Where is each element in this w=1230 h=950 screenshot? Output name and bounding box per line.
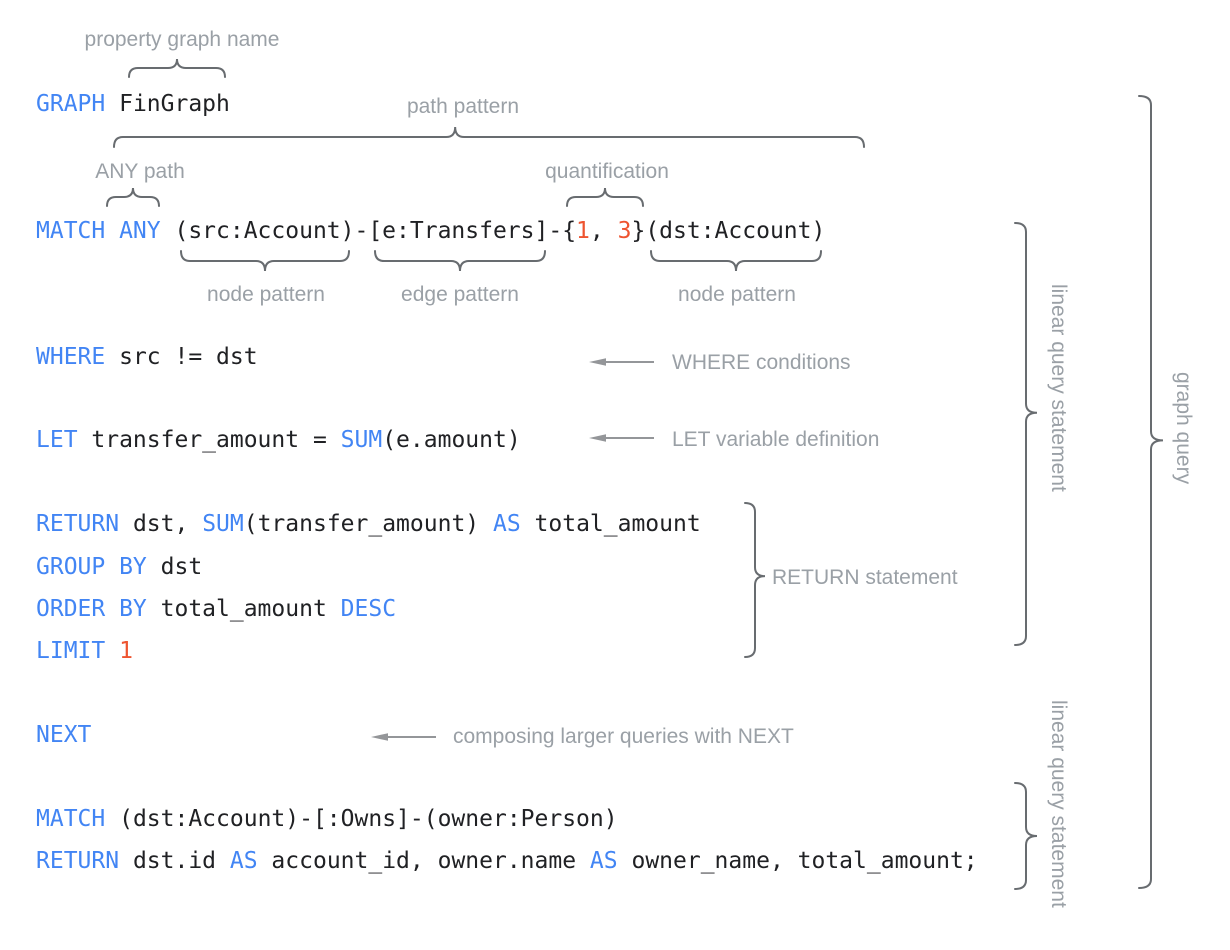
label-quantification: quantification [545,160,669,183]
code-line-limit: LIMIT 1 [36,638,133,664]
label-let-variable-definition: LET variable definition [672,428,880,451]
code-line-match-owns: MATCH (dst:Account)-[:Owns]-(owner:Perso… [36,806,618,832]
label-node-pattern-right: node pattern [678,283,796,306]
brace-graph-query [1138,95,1164,889]
code-line-return-final: RETURN dst.id AS account_id, owner.name … [36,848,978,874]
label-any-path: ANY path [95,160,185,183]
brace-linear-query-top [1014,222,1038,646]
code-line-return: RETURN dst, SUM(transfer_amount) AS tota… [36,511,701,537]
label-where-conditions: WHERE conditions [672,351,851,374]
overbrace-property-graph-name [128,58,226,78]
left-arrow-next [371,733,436,741]
brace-return-statement [744,502,766,658]
label-linear-query-statement-top: linear query statement [1047,284,1070,492]
label-graph-query: graph query [1172,372,1195,485]
overbrace-quantification [566,187,644,207]
label-edge-pattern: edge pattern [401,283,519,306]
label-property-graph-name: property graph name [84,28,280,51]
underbrace-node-pattern-left [180,250,350,272]
code-line-let: LET transfer_amount = SUM(e.amount) [36,427,521,453]
code-line-graph: GRAPH FinGraph [36,91,230,117]
overbrace-path-pattern [113,126,865,148]
left-arrow-let [589,434,654,442]
label-return-statement: RETURN statement [772,566,958,589]
label-node-pattern-left: node pattern [207,283,325,306]
brace-linear-query-bottom [1014,782,1038,890]
label-path-pattern: path pattern [406,95,520,118]
code-line-next: NEXT [36,722,92,748]
code-line-where: WHERE src != dst [36,344,258,370]
left-arrow-where [589,358,654,366]
code-line-group-by: GROUP BY dst [36,554,203,580]
label-linear-query-statement-bottom: linear query statement [1047,700,1070,908]
label-composing-with-next: composing larger queries with NEXT [453,725,794,748]
code-line-order-by: ORDER BY total_amount DESC [36,596,397,622]
overbrace-any-path [106,187,160,207]
code-line-match-any: MATCH ANY (src:Account)-[e:Transfers]-{1… [36,218,826,244]
underbrace-node-pattern-right [650,250,822,272]
underbrace-edge-pattern [374,250,546,272]
